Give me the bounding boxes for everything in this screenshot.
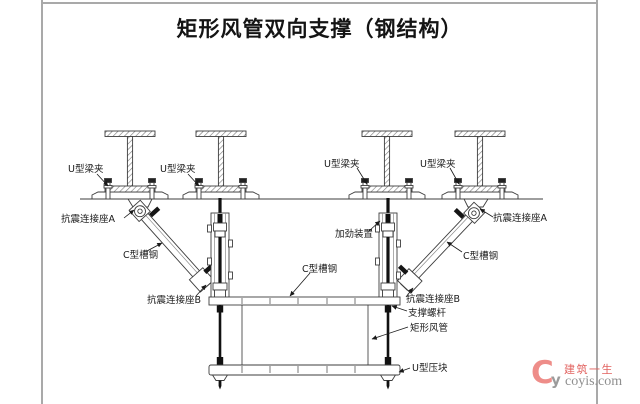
left-diagonal-brace	[127, 198, 215, 293]
right-hanger-rod	[375, 197, 401, 300]
support-screws	[216, 305, 392, 375]
drawing-title: 矩形风管双向支撑（钢结构）	[176, 17, 463, 41]
label-support-screw: 支撑螺杆	[408, 307, 447, 319]
horizontal-channel	[208, 296, 401, 306]
leader-lines	[96, 167, 494, 373]
label-c-channel-right: C型槽钢	[463, 250, 498, 262]
frame-border-right	[596, 0, 598, 404]
rectangular-duct	[241, 303, 369, 366]
label-seismic-seat-a-right: 抗震连接座A	[493, 212, 548, 224]
frame-border-left	[41, 0, 43, 404]
label-u-beam-clamp-3: U型梁夹	[324, 158, 360, 170]
label-seismic-seat-b-right: 抗震连接座B	[406, 293, 460, 305]
frame-border-top	[41, 2, 598, 4]
label-u-beam-clamp-2: U型梁夹	[160, 163, 196, 175]
label-c-channel-center: C型槽钢	[302, 263, 337, 275]
label-u-beam-clamp-1: U型梁夹	[68, 163, 104, 175]
watermark-logo-y: y	[551, 371, 561, 389]
label-c-channel-left: C型槽钢	[123, 249, 158, 261]
label-seismic-seat-a-left: 抗震连接座A	[61, 213, 116, 225]
label-stiffening-device: 加劲装置	[335, 228, 373, 240]
label-u-beam-clamp-4: U型梁夹	[420, 158, 456, 170]
watermark-site-text: coyis.com	[565, 374, 623, 389]
label-seismic-seat-b-left: 抗震连接座B	[147, 294, 201, 306]
bottom-clamp-bar	[208, 364, 401, 390]
i-beam-3	[348, 130, 426, 200]
label-rect-duct: 矩形风管	[410, 322, 448, 334]
left-hanger-rod	[207, 197, 233, 300]
watermark-brand: 建筑一生	[564, 363, 614, 376]
watermark-logo-c: C	[531, 355, 554, 391]
right-diagonal-brace	[396, 198, 489, 294]
label-u-clamp-block: U型压块	[412, 362, 448, 374]
